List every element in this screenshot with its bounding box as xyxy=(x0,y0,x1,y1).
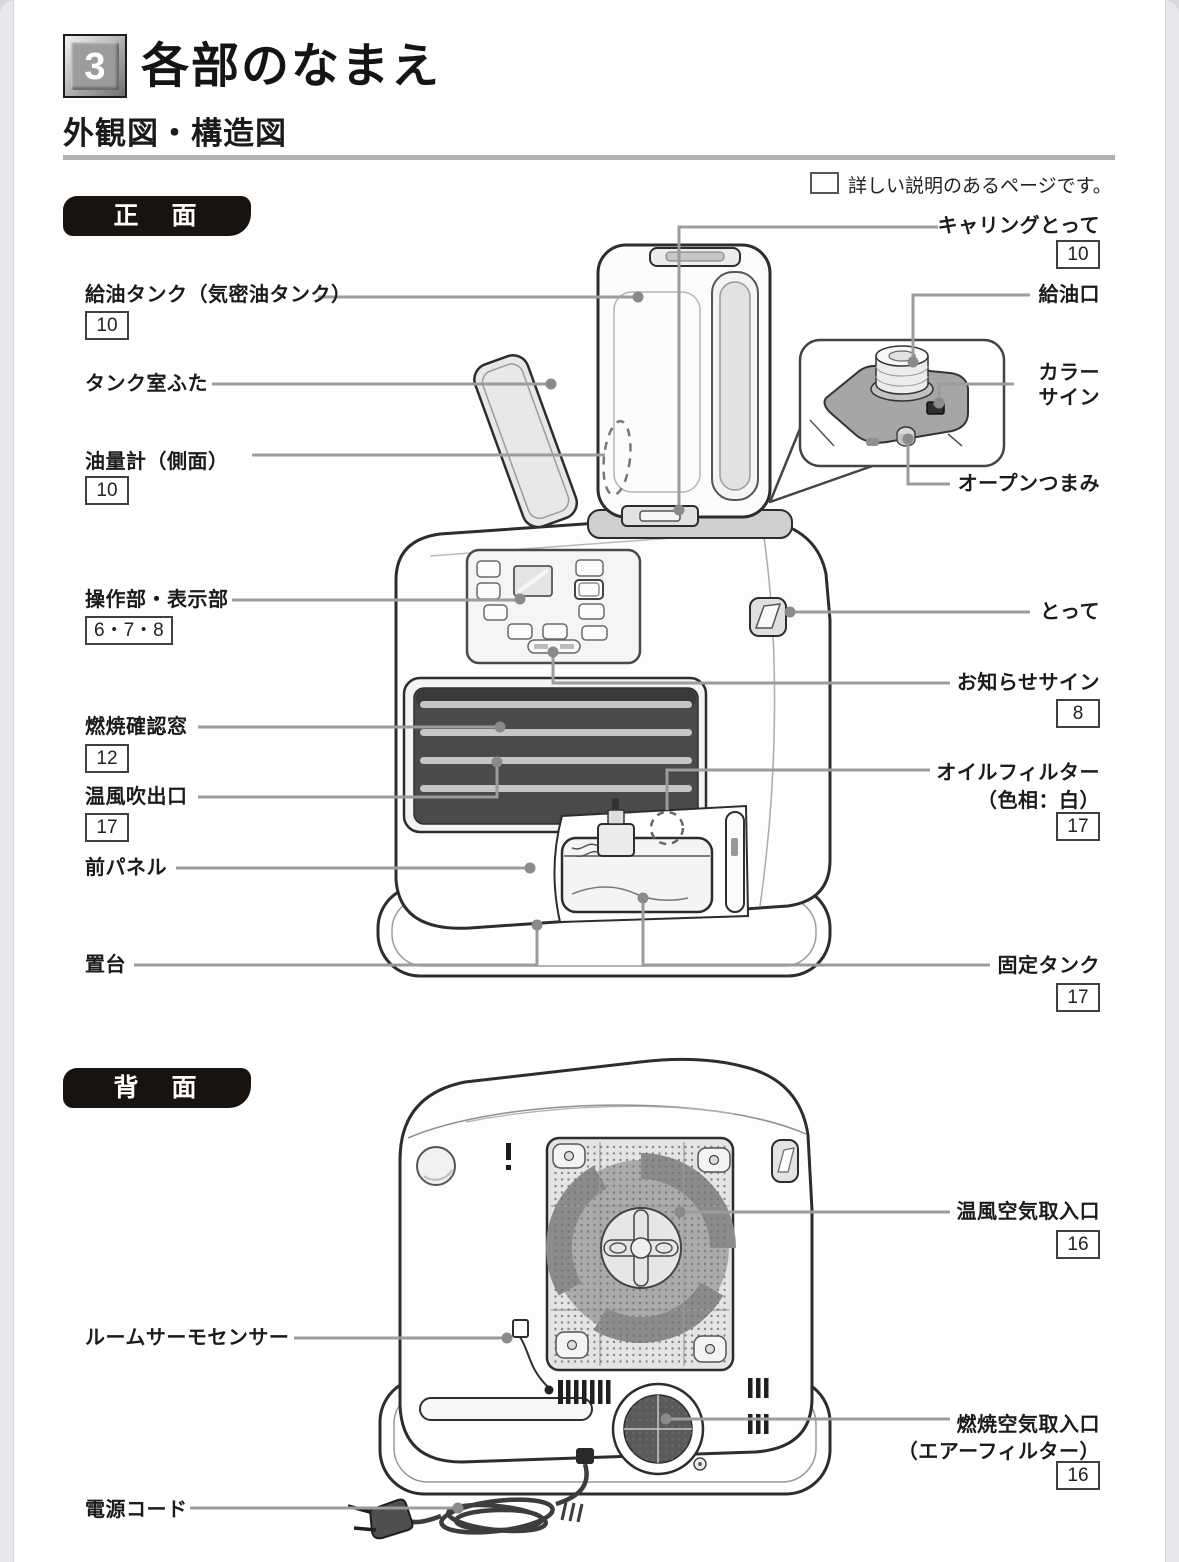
tank-cap-inset-art xyxy=(768,338,1006,504)
page-ref-fuel-tank: 10 xyxy=(85,311,129,340)
fuel-tank-art xyxy=(596,243,772,527)
subtitle-rule xyxy=(63,155,1115,160)
label-color-sign: カラー サイン xyxy=(1039,361,1101,411)
label-control-panel: 操作部・表示部 xyxy=(85,589,229,611)
page-ref-legend-text: 詳しい説明のあるページです。 xyxy=(848,176,1112,197)
label-color-sign-line1: カラー xyxy=(1038,362,1100,384)
label-oil-filter: オイルフィルター xyxy=(936,762,1100,784)
room-thermo-sensor-art xyxy=(512,1319,554,1395)
page-ref-oil-gauge: 10 xyxy=(85,476,129,505)
leader-lines xyxy=(134,225,1030,1510)
tank-lid-art xyxy=(473,354,579,529)
page-ref-carrying-handle: 10 xyxy=(1056,240,1100,269)
leader-dots xyxy=(452,291,945,1514)
fixed-tank-cutaway-art xyxy=(553,798,750,924)
label-open-knob: オープンつまみ xyxy=(957,473,1100,495)
label-warm-air-outlet: 温風吹出口 xyxy=(85,786,188,808)
section-subtitle: 外観図・構造図 xyxy=(63,116,287,151)
page-edge-right xyxy=(1165,0,1179,1562)
section-number: 3 xyxy=(71,42,119,90)
fan-guard-art xyxy=(545,1136,736,1372)
front-view-illustration xyxy=(376,243,1006,978)
label-fuel-tank: 給油タンク（気密油タンク） xyxy=(85,284,352,306)
label-fixed-tank: 固定タンク xyxy=(997,955,1100,977)
back-view-illustration xyxy=(347,1057,832,1540)
label-fuel-port: 給油口 xyxy=(1038,284,1100,306)
label-room-thermo-sensor: ルームサーモセンサー xyxy=(85,1327,290,1349)
page-ref-warm-air-outlet: 17 xyxy=(85,813,129,842)
label-burn-window: 燃焼確認窓 xyxy=(85,716,188,738)
label-combustion-air-intake: 燃焼空気取入口 xyxy=(956,1414,1100,1436)
page-ref-burn-window: 12 xyxy=(85,744,129,773)
section-number-badge: 3 xyxy=(63,34,127,98)
page-title: 各部のなまえ xyxy=(141,40,442,93)
page-ref-legend-box-icon xyxy=(810,172,839,194)
page-ref-combustion-air-intake: 16 xyxy=(1056,1461,1100,1490)
label-oil-filter-sub: （色相：白） xyxy=(977,790,1100,812)
side-handle-art xyxy=(749,597,787,637)
page-ref-control-panel: 6・7・8 xyxy=(85,616,173,645)
label-side-handle: とって xyxy=(1040,601,1100,623)
page-ref-oil-filter: 17 xyxy=(1056,812,1100,841)
label-warm-air-intake: 温風空気取入口 xyxy=(956,1201,1100,1223)
page-ref-fixed-tank: 17 xyxy=(1056,983,1100,1012)
grille-art xyxy=(402,676,708,834)
page-ref-notice-sign: 8 xyxy=(1056,699,1100,728)
label-notice-sign: お知らせサイン xyxy=(956,672,1100,694)
front-view-badge: 正 面 xyxy=(63,196,251,236)
label-power-cord: 電源コード xyxy=(85,1499,188,1521)
label-front-panel: 前パネル xyxy=(85,857,167,879)
control-panel-art xyxy=(465,548,642,665)
label-carrying-handle: キャリングとって xyxy=(937,215,1100,237)
back-view-badge: 背 面 xyxy=(63,1068,251,1108)
label-oil-gauge: 油量計（側面） xyxy=(85,451,229,473)
label-combustion-air-intake-sub: （エアーフィルター） xyxy=(897,1441,1100,1463)
page-edge-left xyxy=(0,0,14,1562)
combustion-intake-art xyxy=(611,1382,705,1476)
page-ref-warm-air-intake: 16 xyxy=(1056,1230,1100,1259)
label-color-sign-line2: サイン xyxy=(1038,387,1100,409)
label-tank-lid: タンク室ふた xyxy=(85,373,208,395)
label-base-stand: 置台 xyxy=(85,954,126,976)
